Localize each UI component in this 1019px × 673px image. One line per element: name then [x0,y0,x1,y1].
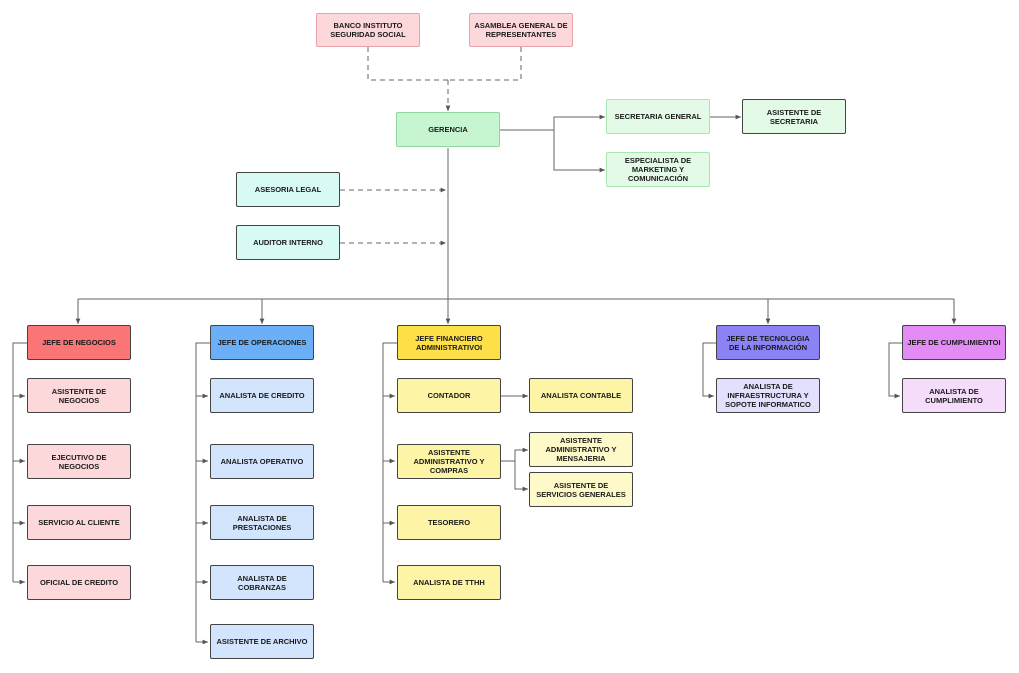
node-gerencia[interactable]: GERENCIA [396,112,500,147]
node-secretaria-general[interactable]: SECRETARIA GENERAL [606,99,710,134]
node-asistente-servicios[interactable]: ASISTENTE DE SERVICIOS GENERALES [529,472,633,507]
node-asistente-admin-compras[interactable]: ASISTENTE ADMINISTRATIVO Y COMPRAS [397,444,501,479]
node-jefe-negocios[interactable]: JEFE DE NEGOCIOS [27,325,131,360]
node-asistente-admin-mensajeria[interactable]: ASISTENTE ADMINISTRATIVO Y MENSAJERIA [529,432,633,467]
connector-cumplimiento-spine [888,342,902,399]
node-banco[interactable]: BANCO INSTITUTO SEGURIDAD SOCIAL [316,13,420,47]
node-analista-cumplimiento[interactable]: ANALISTA DE CUMPLIMIENTO [902,378,1006,413]
node-asesoria-legal[interactable]: ASESORIA LEGAL [236,172,340,207]
node-jefe-operaciones[interactable]: JEFE DE OPERACIONES [210,325,314,360]
connector-marketing [553,130,605,173]
connector-operaciones-spine [195,342,210,642]
connector-secretaria [553,114,605,130]
node-analista-operativo[interactable]: ANALISTA OPERATIVO [210,444,314,479]
node-asistente-archivo[interactable]: ASISTENTE DE ARCHIVO [210,624,314,659]
node-jefe-cumplimiento[interactable]: JEFE DE CUMPLIMIENTOI [902,325,1006,360]
node-marketing[interactable]: ESPECIALISTA DE MARKETING Y COMUNICACIÓN [606,152,710,187]
node-analista-credito[interactable]: ANALISTA DE CREDITO [210,378,314,413]
node-analista-tthh[interactable]: ANALISTA DE TTHH [397,565,501,600]
connector-asamblea [448,47,522,81]
node-analista-prestaciones[interactable]: ANALISTA DE PRESTACIONES [210,505,314,540]
node-asistente-secretaria[interactable]: ASISTENTE DE SECRETARIA [742,99,846,134]
node-tesorero[interactable]: TESORERO [397,505,501,540]
connector-financiero-spine [382,342,397,582]
node-analista-cobranzas[interactable]: ANALISTA DE COBRANZAS [210,565,314,600]
node-jefe-tecnologia[interactable]: JEFE DE TECNOLOGIA DE LA INFORMACIÓN [716,325,820,360]
node-oficial-credito[interactable]: OFICIAL DE CREDITO [27,565,131,600]
node-contador[interactable]: CONTADOR [397,378,501,413]
node-servicio-cliente[interactable]: SERVICIO AL CLIENTE [27,505,131,540]
connector-banco [367,47,448,81]
connector-tecnologia-spine [702,342,716,399]
node-asamblea[interactable]: ASAMBLEA GENERAL DE REPRESENTANTES [469,13,573,47]
connector-negocios-spine [12,342,27,582]
node-analista-contable[interactable]: ANALISTA CONTABLE [529,378,633,413]
node-analista-infraestructura[interactable]: ANALISTA DE INFRAESTRUCTURA Y SOPOTE INF… [716,378,820,413]
node-jefe-financiero[interactable]: JEFE FINANCIERO ADMINISTRATIVOI [397,325,501,360]
node-asistente-negocios[interactable]: ASISTENTE DE NEGOCIOS [27,378,131,413]
node-ejecutivo-negocios[interactable]: EJECUTIVO DE NEGOCIOS [27,444,131,479]
node-auditor-interno[interactable]: AUDITOR INTERNO [236,225,340,260]
